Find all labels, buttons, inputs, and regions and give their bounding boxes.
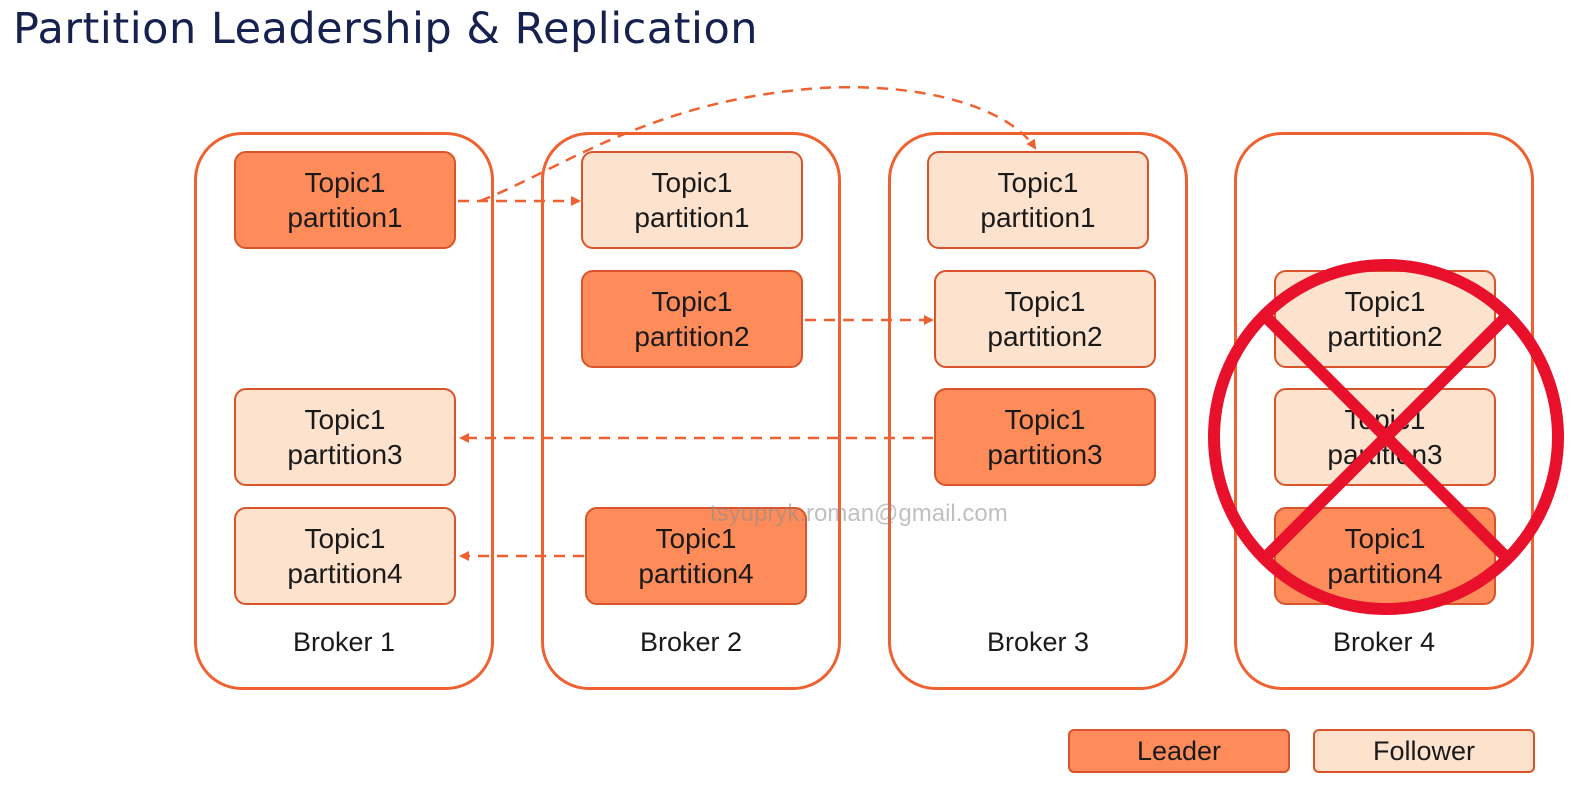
broker-1-partition-4-follower: Topic1 partition4 bbox=[234, 507, 456, 605]
broker-3-partition-2-follower: Topic1 partition2 bbox=[934, 270, 1156, 368]
partition-name: partition2 bbox=[987, 321, 1103, 352]
partition-topic: Topic1 bbox=[1344, 286, 1426, 317]
broker-2-label: Broker 2 bbox=[639, 627, 743, 657]
partition-topic: Topic1 bbox=[304, 167, 386, 198]
partition-topic: Topic1 bbox=[651, 286, 733, 317]
partition-name: partition2 bbox=[634, 321, 750, 352]
partition-topic: Topic1 bbox=[1344, 404, 1426, 435]
broker-4-partition-4-leader: Topic1 partition4 bbox=[1274, 507, 1496, 605]
broker-4-partition-3-follower: Topic1 partition3 bbox=[1274, 388, 1496, 486]
partition-topic: Topic1 bbox=[1004, 404, 1086, 435]
legend-leader: Leader bbox=[1068, 729, 1290, 773]
partition-name: partition3 bbox=[987, 439, 1103, 470]
broker-1-label: Broker 1 bbox=[292, 627, 396, 657]
page-title: Partition Leadership & Replication bbox=[13, 4, 759, 54]
partition-topic: Topic1 bbox=[655, 523, 737, 554]
legend-follower: Follower bbox=[1313, 729, 1535, 773]
broker-3-partition-1-follower: Topic1 partition1 bbox=[927, 151, 1149, 249]
broker-2-partition-2-leader: Topic1 partition2 bbox=[581, 270, 803, 368]
partition-name: partition2 bbox=[1327, 321, 1443, 352]
broker-1-container bbox=[194, 132, 494, 690]
broker-4-partition-2-follower: Topic1 partition2 bbox=[1274, 270, 1496, 368]
partition-topic: Topic1 bbox=[997, 167, 1079, 198]
partition-topic: Topic1 bbox=[1344, 523, 1426, 554]
partition-topic: Topic1 bbox=[1004, 286, 1086, 317]
partition-name: partition3 bbox=[287, 439, 403, 470]
watermark: tsyupryk.roman@gmail.com bbox=[710, 500, 1008, 527]
broker-3-label: Broker 3 bbox=[986, 627, 1090, 657]
partition-name: partition1 bbox=[287, 202, 403, 233]
partition-topic: Topic1 bbox=[304, 404, 386, 435]
partition-name: partition4 bbox=[638, 558, 754, 589]
broker-1-partition-3-follower: Topic1 partition3 bbox=[234, 388, 456, 486]
broker-2-partition-1-follower: Topic1 partition1 bbox=[581, 151, 803, 249]
partition-name: partition1 bbox=[980, 202, 1096, 233]
broker-2-partition-4-leader: Topic1 partition4 bbox=[585, 507, 807, 605]
partition-topic: Topic1 bbox=[651, 167, 733, 198]
broker-3-container bbox=[888, 132, 1188, 690]
partition-name: partition4 bbox=[287, 558, 403, 589]
broker-1-partition-1-leader: Topic1 partition1 bbox=[234, 151, 456, 249]
partition-name: partition1 bbox=[634, 202, 750, 233]
partition-topic: Topic1 bbox=[304, 523, 386, 554]
partition-name: partition4 bbox=[1327, 558, 1443, 589]
partition-name: partition3 bbox=[1327, 439, 1443, 470]
broker-4-label: Broker 4 bbox=[1332, 627, 1436, 657]
broker-3-partition-3-leader: Topic1 partition3 bbox=[934, 388, 1156, 486]
